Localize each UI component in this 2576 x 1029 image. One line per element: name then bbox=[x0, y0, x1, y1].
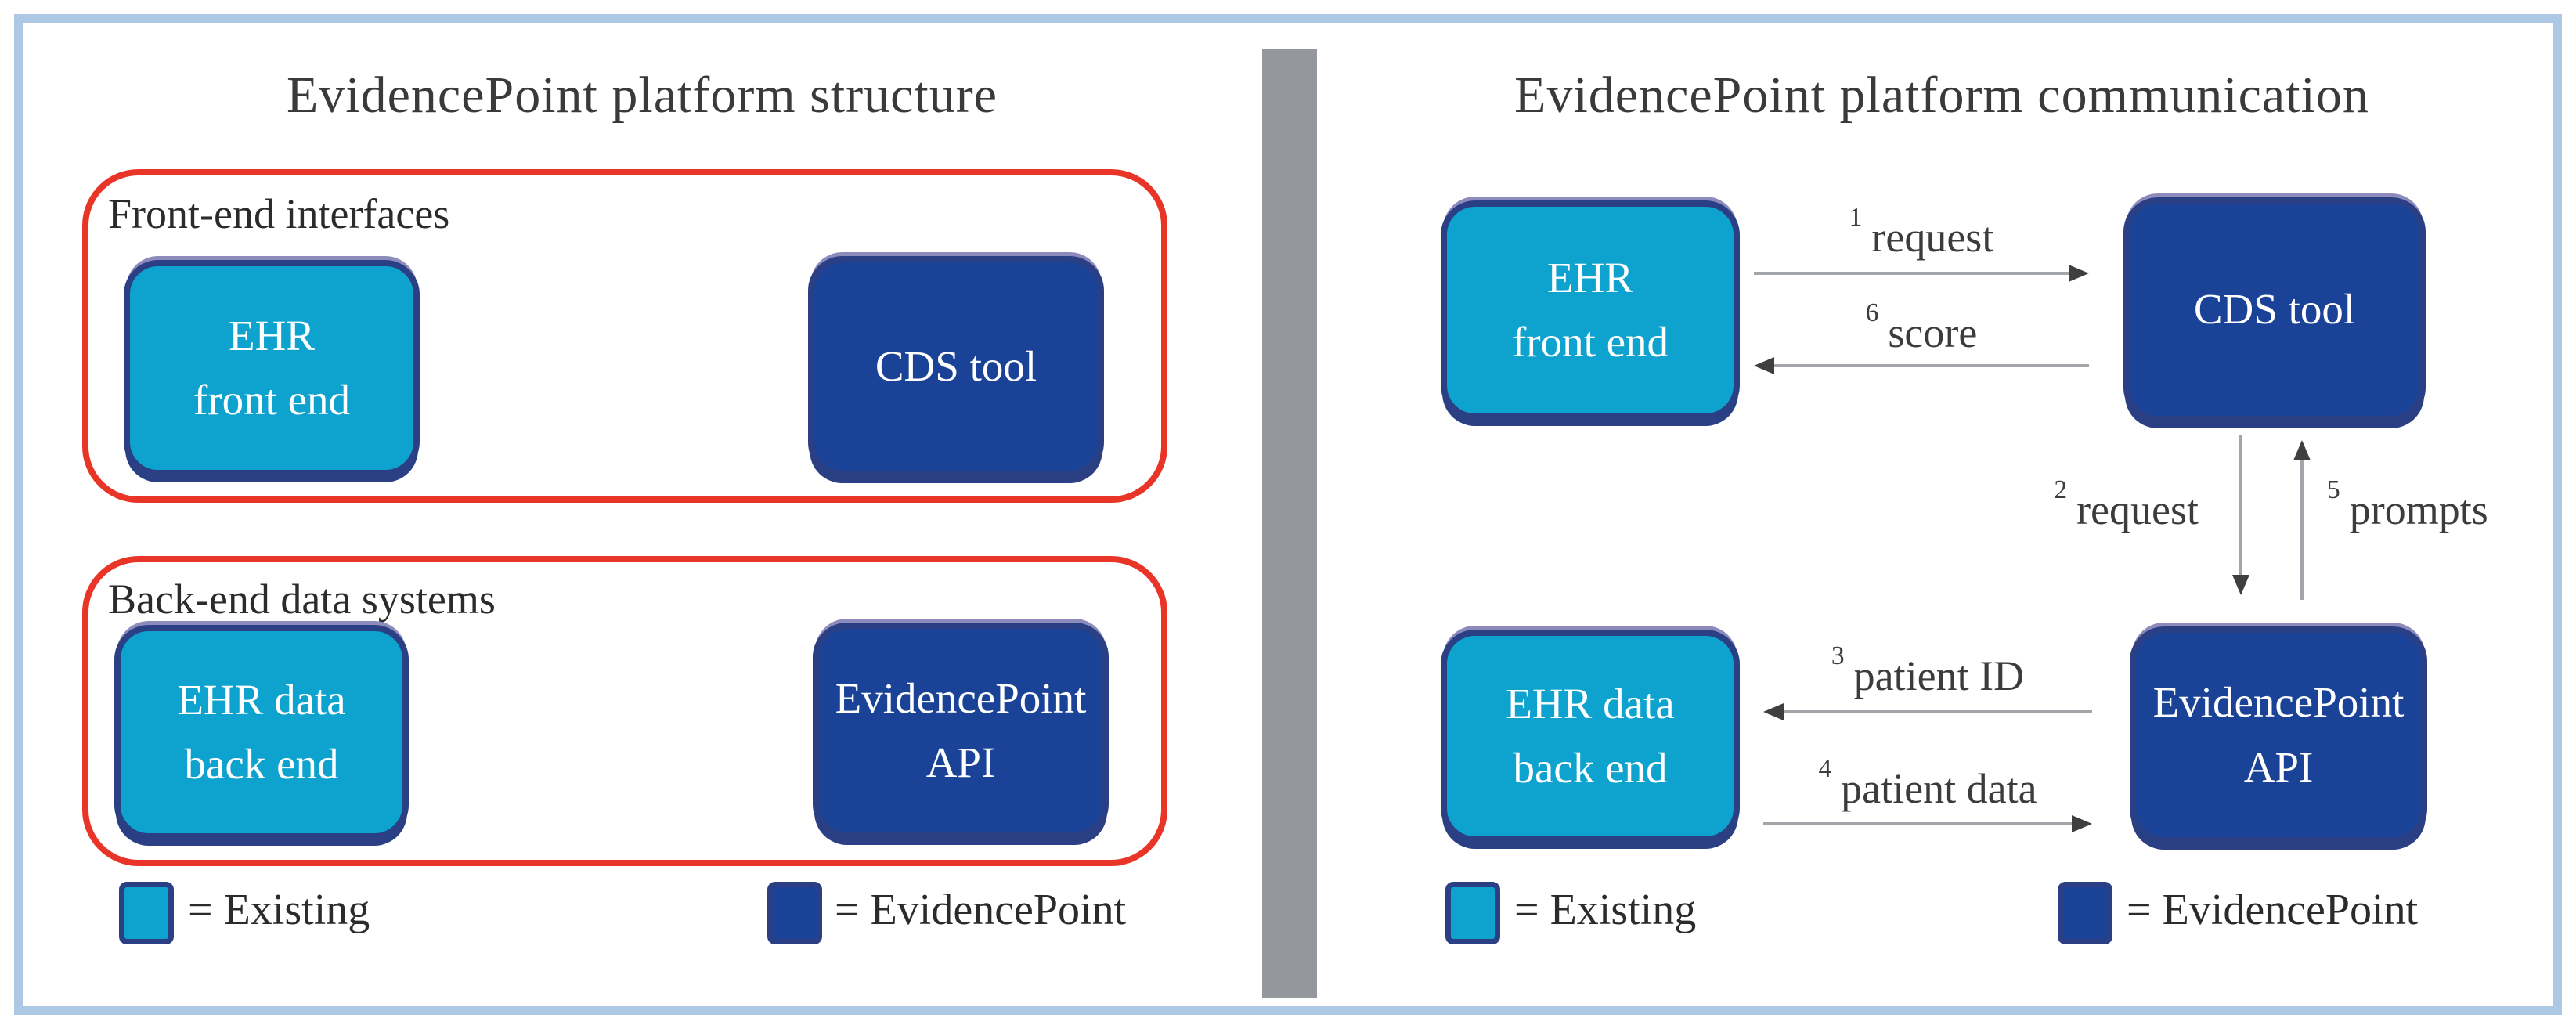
flow-4-text: patient data bbox=[1841, 765, 2037, 812]
arrow-right-head-icon bbox=[2069, 265, 2089, 282]
arrow-line bbox=[1784, 710, 2092, 713]
flow-3-label: 3 patient ID bbox=[1763, 641, 2092, 700]
arrow-down-head-icon bbox=[2232, 575, 2249, 595]
flow-6-text: score bbox=[1888, 309, 1978, 356]
flow-2-number: 2 bbox=[2054, 475, 2068, 504]
flow-6-number: 6 bbox=[1865, 298, 1879, 327]
arrow-left-head-icon bbox=[1763, 703, 1784, 720]
arrow-up-head-icon bbox=[2293, 440, 2311, 460]
right-panel-title: EvidencePoint platform communication bbox=[1514, 67, 2369, 124]
right-node-ehr-front-end: EHR front end bbox=[1441, 200, 1740, 420]
flow-1-label: 1 request bbox=[1754, 203, 2089, 262]
back-end-group-outline bbox=[82, 556, 1167, 866]
arrow-line bbox=[1754, 272, 2069, 275]
right-node-cds-tool: CDS tool bbox=[2123, 197, 2426, 422]
node-label-line: front end bbox=[1511, 318, 1669, 366]
arrow-4-patient-data bbox=[1763, 815, 2092, 832]
flow-1-number: 1 bbox=[1849, 202, 1863, 232]
arrow-left-head-icon bbox=[1754, 357, 1774, 374]
arrow-3-patient-id bbox=[1763, 703, 2092, 720]
node-label-line: CDS tool bbox=[2193, 285, 2356, 334]
node-label-line: front end bbox=[193, 376, 351, 424]
flow-4-number: 4 bbox=[1818, 753, 1832, 783]
flow-5-number: 5 bbox=[2327, 475, 2340, 504]
arrow-5-prompts bbox=[2293, 440, 2311, 600]
left-legend-evidencepoint-swatch bbox=[767, 882, 822, 944]
left-node-evidencepoint-api: EvidencePoint API bbox=[813, 623, 1109, 839]
node-label-line: EHR data bbox=[177, 675, 346, 724]
node-label-line: EHR bbox=[1547, 253, 1633, 301]
node-label-line: back end bbox=[1513, 744, 1668, 792]
left-node-ehr-data-back-end: EHR data back end bbox=[114, 625, 409, 839]
node-label-line: EHR data bbox=[1506, 679, 1675, 728]
left-node-ehr-front-end: EHR front end bbox=[124, 260, 420, 476]
flow-1-text: request bbox=[1871, 214, 1994, 261]
left-panel-title: EvidencePoint platform structure bbox=[286, 67, 998, 124]
flow-3-number: 3 bbox=[1831, 641, 1845, 670]
page-frame bbox=[14, 14, 2562, 1015]
arrow-line bbox=[1774, 364, 2089, 367]
node-label-line: EHR bbox=[229, 311, 315, 359]
arrow-line bbox=[2300, 460, 2304, 600]
flow-4-label: 4 patient data bbox=[1763, 754, 2092, 813]
node-label-line: API bbox=[2243, 742, 2314, 791]
node-label-line: EvidencePoint bbox=[2152, 678, 2405, 726]
flow-5-label: 5 prompts bbox=[2327, 475, 2488, 534]
right-legend-evidencepoint-swatch bbox=[2058, 882, 2112, 944]
flow-2-text: request bbox=[2076, 486, 2199, 533]
right-legend-evidencepoint-label: = EvidencePoint bbox=[2127, 886, 2419, 934]
front-end-group-outline bbox=[82, 169, 1167, 503]
left-legend-existing-label: = Existing bbox=[188, 886, 370, 934]
arrow-6-score bbox=[1754, 357, 2089, 374]
left-legend-evidencepoint-label: = EvidencePoint bbox=[835, 886, 1127, 934]
arrow-2-request bbox=[2232, 435, 2249, 595]
front-end-group-label: Front-end interfaces bbox=[108, 190, 450, 237]
right-node-evidencepoint-api: EvidencePoint API bbox=[2130, 626, 2427, 843]
arrow-right-head-icon bbox=[2072, 815, 2092, 832]
node-label-line: CDS tool bbox=[875, 341, 1037, 390]
right-legend-existing-swatch bbox=[1445, 882, 1500, 944]
back-end-group-label: Back-end data systems bbox=[108, 576, 496, 623]
node-label-line: EvidencePoint bbox=[835, 673, 1087, 722]
arrow-line bbox=[1763, 822, 2072, 825]
right-legend-existing-label: = Existing bbox=[1514, 886, 1697, 934]
node-label-line: API bbox=[925, 738, 996, 786]
flow-5-text: prompts bbox=[2349, 486, 2488, 533]
flow-6-label: 6 score bbox=[1754, 298, 2089, 357]
left-legend-existing-swatch bbox=[119, 882, 174, 944]
right-node-ehr-data-back-end: EHR data back end bbox=[1441, 630, 1740, 843]
arrow-line bbox=[2239, 435, 2242, 575]
flow-2-label: 2 request bbox=[1989, 475, 2199, 534]
flow-3-text: patient ID bbox=[1853, 652, 2025, 699]
left-node-cds-tool: CDS tool bbox=[808, 256, 1104, 477]
arrow-1-request bbox=[1754, 265, 2089, 282]
node-label-line: back end bbox=[184, 740, 339, 788]
panel-divider bbox=[1262, 49, 1317, 998]
